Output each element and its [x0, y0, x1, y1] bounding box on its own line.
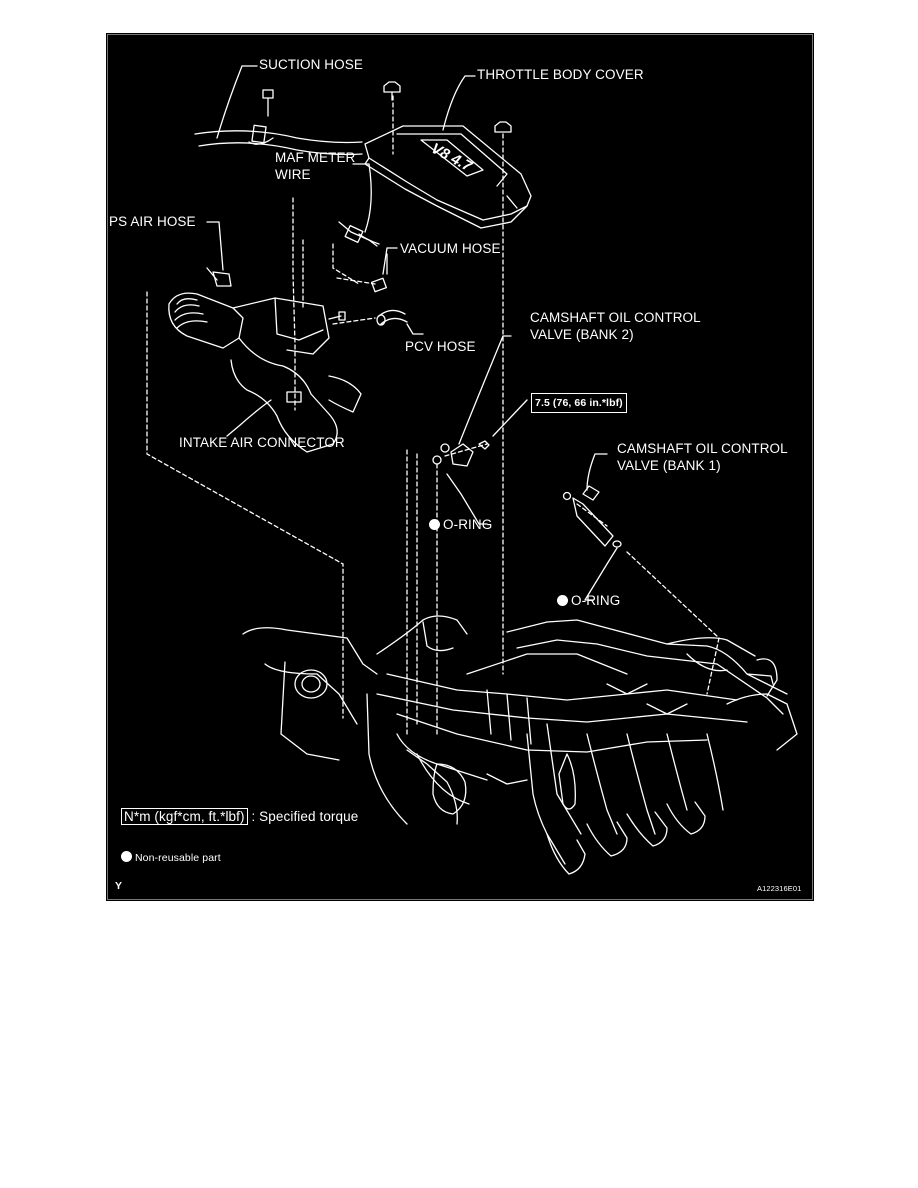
- oring1-leader: [446, 473, 488, 525]
- vacuum-hose-drawing: [371, 253, 388, 293]
- diagram-figure: V8 4.7 SUCTION HOSE THROTTLE BODY COVER …: [106, 33, 814, 901]
- maf-wire-leader: [352, 163, 372, 233]
- cover-emblem: V8 4.7: [428, 140, 475, 176]
- ps-air-hose-leader: [206, 221, 224, 271]
- assembly-lines: [146, 95, 720, 735]
- ocv-bank2-leader: [458, 335, 512, 445]
- torque-leader: [492, 399, 528, 437]
- clamp-bolt-drawing: [328, 311, 346, 321]
- label-maf-meter-wire-line2: WIRE: [275, 167, 311, 182]
- label-camshaft-ocv-bank2-line2: VALVE (BANK 2): [530, 327, 634, 342]
- label-camshaft-ocv-bank2-line1: CAMSHAFT OIL CONTROL: [530, 310, 701, 325]
- intake-leader: [226, 399, 272, 437]
- ocv-bank1-leader: [586, 453, 608, 491]
- non-reusable-dot-icon: [121, 851, 132, 862]
- label-torque-value: 7.5 (76, 66 in.*lbf): [531, 393, 627, 413]
- ocv-bank2-drawing: [432, 440, 490, 467]
- ps-air-hose-drawing: [206, 267, 232, 287]
- label-o-ring-2: O-RING: [557, 593, 620, 609]
- engine-drawing: [242, 615, 798, 875]
- vacuum-hose-leader: [382, 247, 398, 275]
- throttle-cover-leader: [442, 75, 476, 131]
- suction-hose-drawing: [194, 124, 363, 156]
- pcv-hose-drawing: [376, 309, 408, 326]
- nut-1: [383, 81, 401, 101]
- ocv-bank1-drawing: [562, 485, 622, 548]
- nut-2: [494, 121, 512, 133]
- oring2-leader: [584, 547, 618, 601]
- non-reusable-dot-icon: [557, 595, 568, 606]
- suction-hose-leader: [216, 65, 258, 139]
- bolt-1: [262, 89, 274, 117]
- intake-air-connector-drawing: [168, 292, 362, 453]
- label-maf-meter-wire-line1: MAF METER: [275, 150, 356, 165]
- pcv-hose-leader: [406, 323, 424, 335]
- throttle-body-cover-drawing: [364, 125, 532, 229]
- label-vacuum-hose: VACUUM HOSE: [400, 241, 501, 256]
- exploded-view-drawing: V8 4.7: [146, 65, 798, 875]
- label-pcv-hose: PCV HOSE: [405, 339, 476, 354]
- label-intake-air-connector: INTAKE AIR CONNECTOR: [179, 435, 345, 450]
- label-ps-air-hose: PS AIR HOSE: [109, 214, 196, 229]
- maf-connector-drawing: [338, 221, 380, 247]
- label-suction-hose: SUCTION HOSE: [259, 57, 363, 72]
- figure-code: A122316E01: [757, 884, 802, 893]
- label-o-ring-1: O-RING: [429, 517, 492, 533]
- label-throttle-body-cover: THROTTLE BODY COVER: [477, 67, 644, 82]
- legend-non-reusable: Non-reusable part: [121, 850, 221, 866]
- legend-torque: N*m (kgf*cm, ft.*lbf) : Specified torque: [121, 808, 359, 825]
- label-camshaft-ocv-bank1-line1: CAMSHAFT OIL CONTROL: [617, 441, 788, 456]
- corner-letter: Y: [115, 880, 123, 892]
- label-camshaft-ocv-bank1-line2: VALVE (BANK 1): [617, 458, 721, 473]
- legend-torque-unit: N*m (kgf*cm, ft.*lbf): [121, 808, 248, 825]
- non-reusable-dot-icon: [429, 519, 440, 530]
- legend-torque-desc: : Specified torque: [251, 809, 359, 824]
